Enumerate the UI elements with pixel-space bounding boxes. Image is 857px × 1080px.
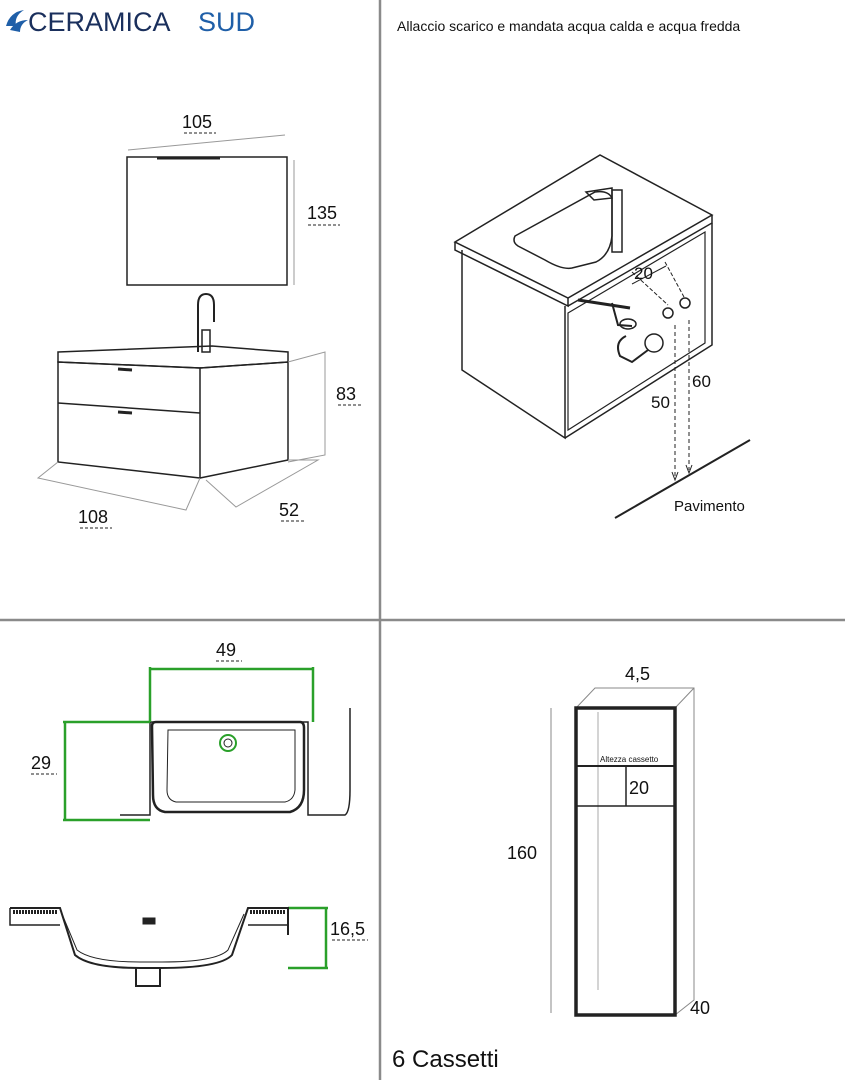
- dim-top-thickness: 16,5: [330, 919, 365, 939]
- drawer-height-label: Altezza cassetto: [600, 755, 659, 764]
- dim-drain-height: 50: [651, 393, 670, 412]
- mirror: [126, 156, 288, 286]
- brand-name-main: CERAMICA: [28, 7, 171, 37]
- dim-mirror-width: 105: [182, 112, 212, 132]
- dim-drawer-height: 20: [629, 778, 649, 798]
- dim-basin-width: 49: [216, 640, 236, 660]
- dim-mirror-height: 135: [307, 203, 337, 223]
- dim-column-width: 40: [690, 998, 710, 1018]
- drawer-count-caption: 6 Cassetti: [392, 1046, 499, 1073]
- dim-basin-height: 29: [31, 753, 51, 773]
- brand-logo: CERAMICA SUD: [6, 7, 255, 37]
- dim-cabinet-width: 108: [78, 507, 108, 527]
- dim-pipe-spacing: 20: [634, 264, 653, 283]
- panel-cabinet-overview: 105 135 83 108 52: [36, 112, 362, 529]
- column-front: [574, 706, 677, 1017]
- floor-line: [614, 439, 751, 519]
- dim-inlet-height: 60: [692, 372, 711, 391]
- panel-column-unit: 4,5 160 Altezza cassetto 20 40 6 Cassett…: [392, 664, 710, 1073]
- panel-plumbing: Allaccio scarico e mandata acqua calda e…: [397, 18, 751, 519]
- wave-logo-icon: [6, 10, 28, 32]
- dim-cabinet-height: 83: [336, 384, 356, 404]
- dim-column-height: 160: [507, 843, 537, 863]
- plumbing-title: Allaccio scarico e mandata acqua calda e…: [397, 18, 740, 34]
- dim-column-depth: 4,5: [625, 664, 650, 684]
- floor-label: Pavimento: [674, 498, 745, 515]
- panel-basin-sections: 49 29 16,5: [9, 640, 368, 987]
- dim-cabinet-depth: 52: [279, 500, 299, 520]
- brand-name-accent: SUD: [198, 7, 255, 37]
